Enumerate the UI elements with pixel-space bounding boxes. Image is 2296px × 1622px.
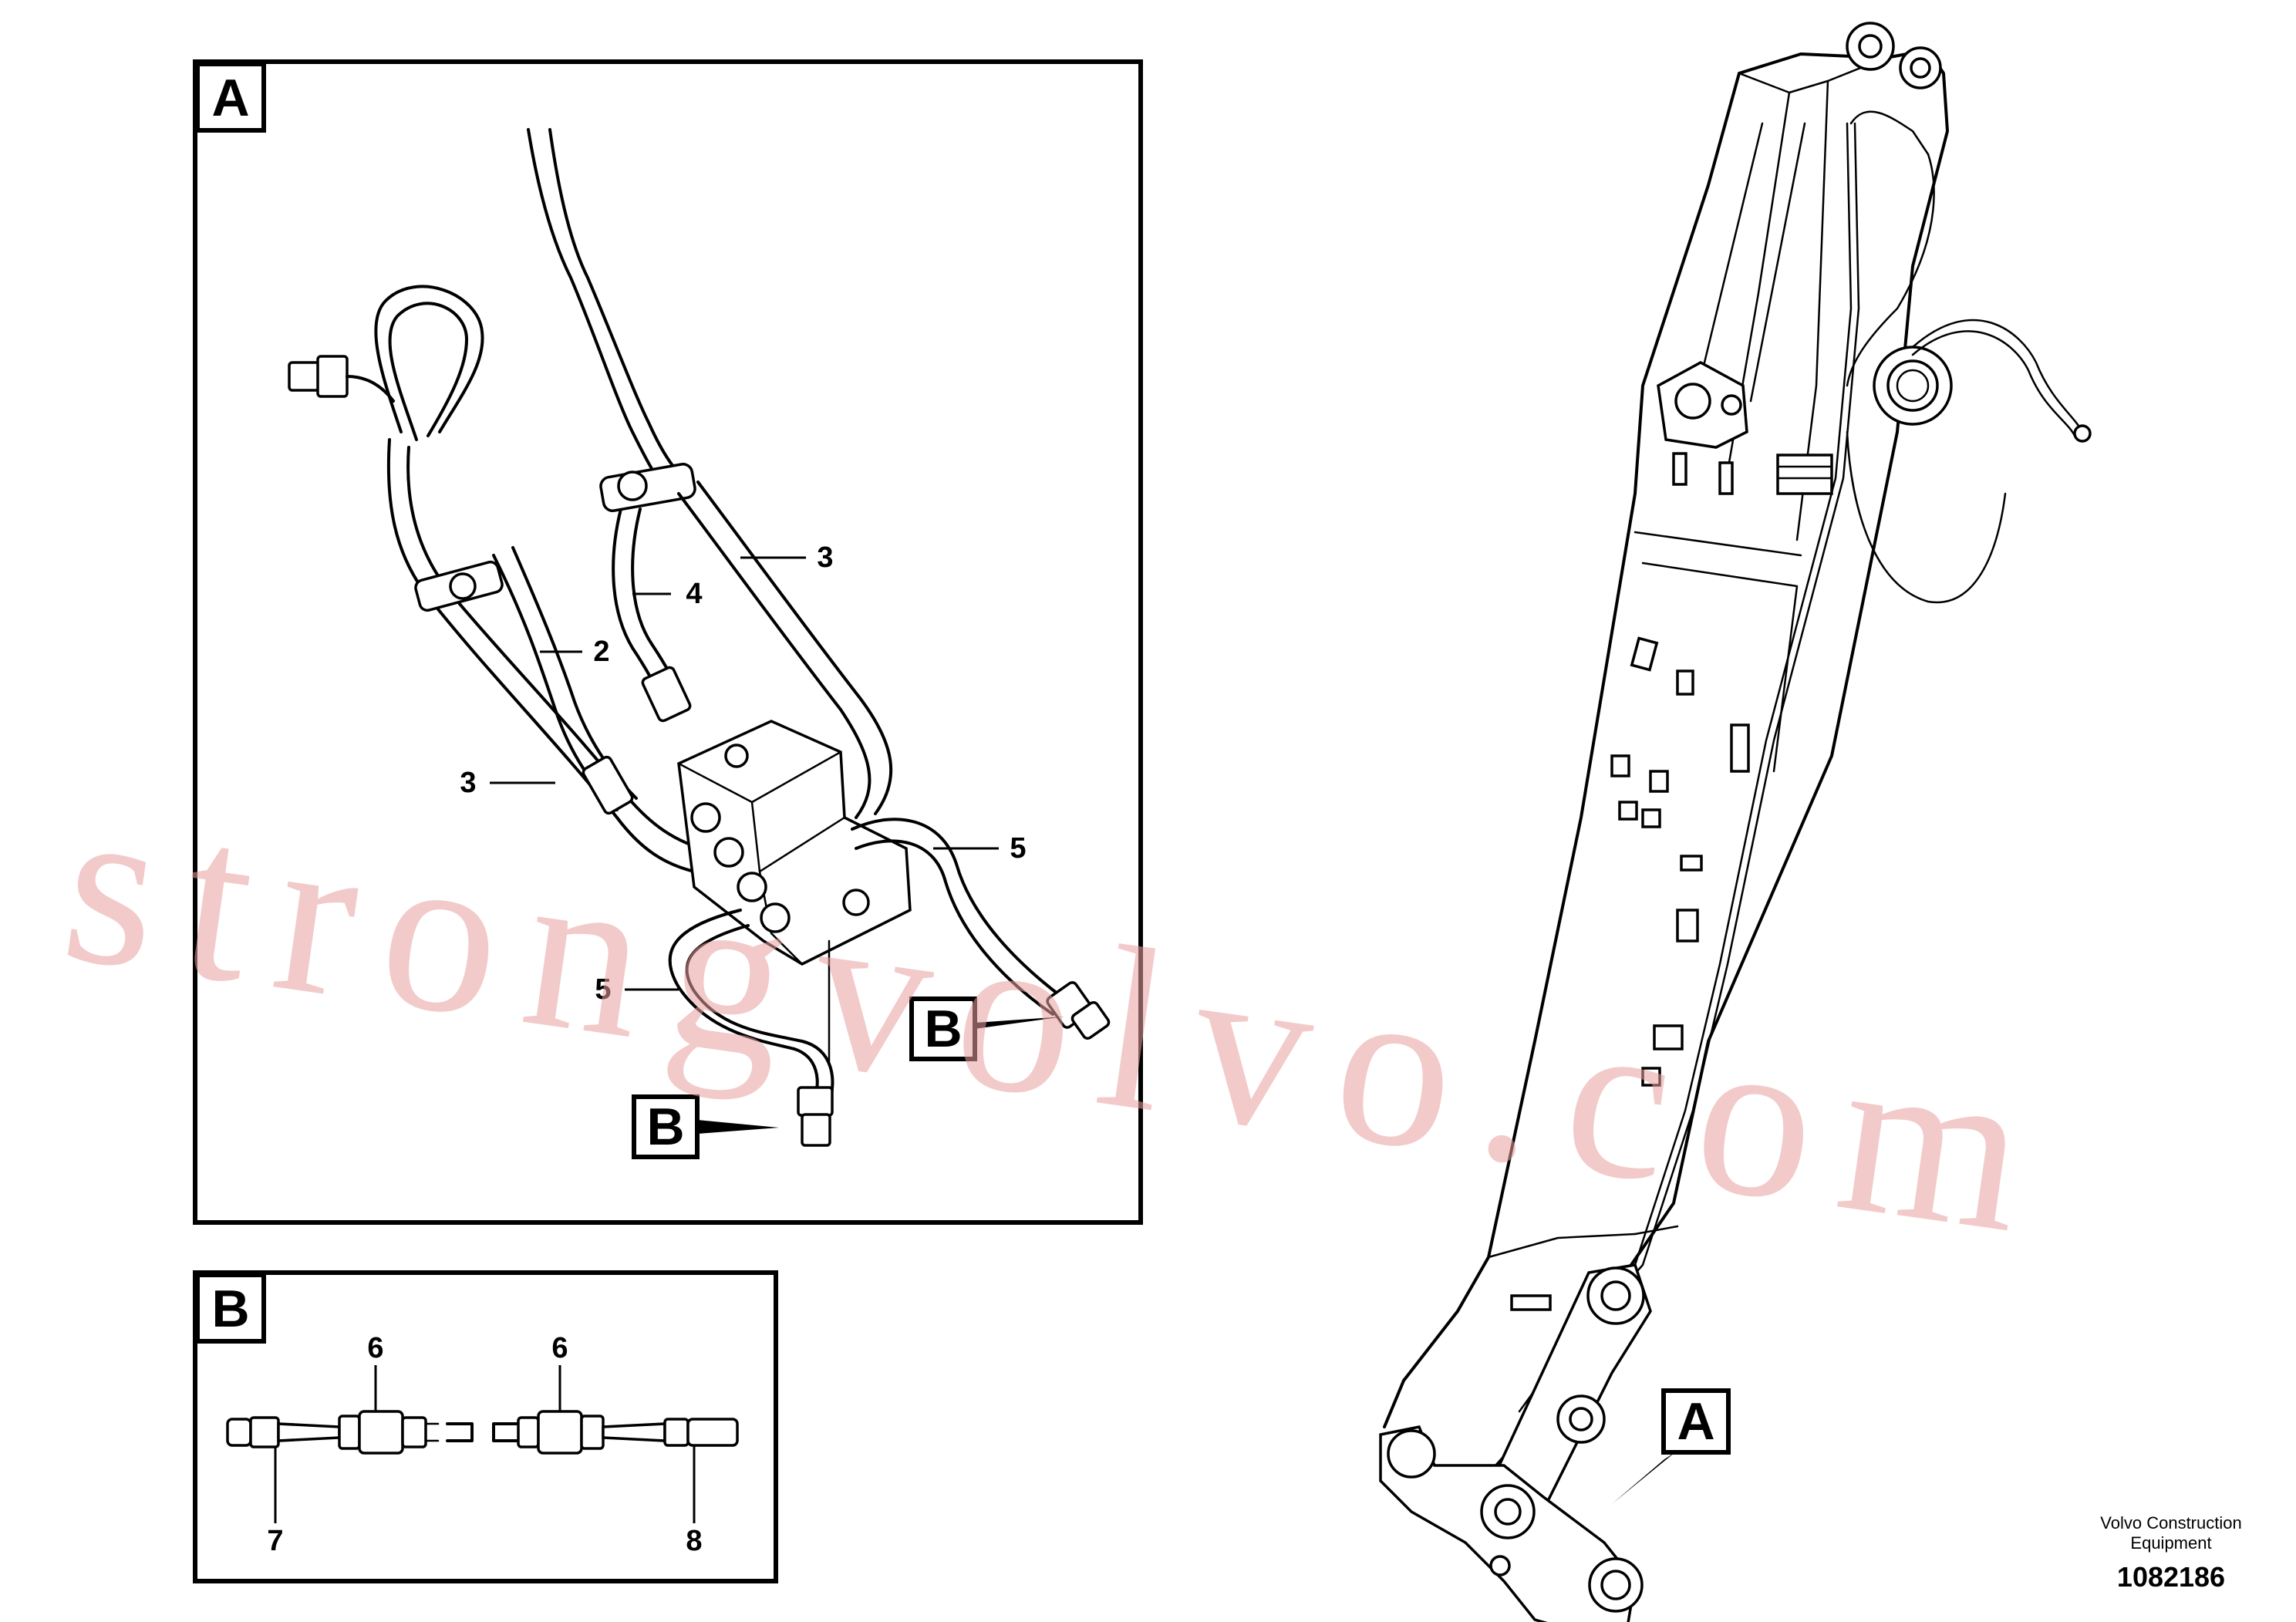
ref-a-main-arrow: [1612, 1452, 1675, 1504]
fitting-detail-drawing: [226, 1410, 739, 1455]
callout-5-right: 5: [1010, 832, 1026, 865]
callout-4: 4: [686, 578, 702, 610]
callout-7: 7: [267, 1525, 283, 1557]
hydraulic-assembly-drawing: [288, 128, 1111, 1147]
callout-3-lower: 3: [460, 767, 476, 799]
callout-8: 8: [686, 1525, 702, 1557]
panel-a-label: A: [211, 69, 249, 127]
excavator-boom-drawing: [1379, 22, 2092, 1622]
callout-3-upper: 3: [817, 541, 833, 574]
callout-5-left: 5: [595, 973, 611, 1006]
panel-b: B 6 6 7 8: [193, 1270, 778, 1583]
panel-b-label: B: [211, 1280, 249, 1338]
ref-b-lower-box: [632, 1094, 700, 1159]
callout-2: 2: [593, 636, 609, 668]
ref-b-right-box: [909, 996, 977, 1061]
panel-b-label-box: [195, 1273, 266, 1344]
ref-b-lower-label: B: [646, 1098, 684, 1156]
callout-6-left: 6: [367, 1332, 383, 1364]
panel-a-label-box: [195, 62, 266, 133]
footer-company-line2: Equipment: [2130, 1533, 2211, 1553]
footer-company-line1: Volvo Construction: [2100, 1513, 2241, 1533]
ref-a-main-box: [1661, 1388, 1731, 1455]
footer-drawing-number: 1082186: [2117, 1561, 2225, 1593]
ref-b-right-label: B: [924, 1000, 962, 1058]
panel-a-frame: [193, 59, 1143, 1225]
ref-a-main-label: A: [1677, 1392, 1714, 1451]
ref-b-lower-arrow: [697, 1120, 779, 1134]
ref-b-right-arrow: [975, 1017, 1064, 1029]
panel-a: A: [193, 59, 1143, 1225]
callout-6-right: 6: [551, 1332, 568, 1364]
